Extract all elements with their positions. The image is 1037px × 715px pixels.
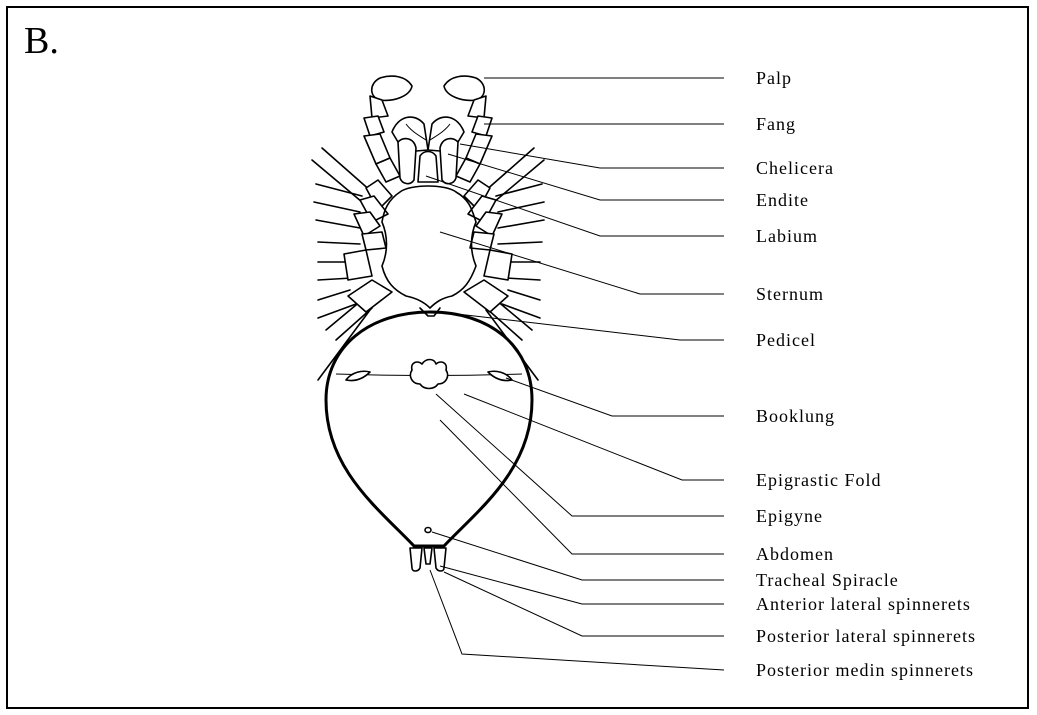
label-posterior-lateral-spinnerets: Posterior lateral spinnerets bbox=[756, 626, 976, 646]
label-labium: Labium bbox=[756, 226, 818, 246]
label-epigastric-fold: Epigrastic Fold bbox=[756, 470, 882, 490]
abdomen-outline bbox=[326, 312, 532, 546]
tracheal-spiracle-shape bbox=[425, 528, 431, 533]
booklung-left bbox=[346, 371, 370, 380]
epigyne-shape bbox=[410, 360, 447, 389]
label-tracheal-spiracle: Tracheal Spiracle bbox=[756, 570, 899, 590]
label-pedicel: Pedicel bbox=[756, 330, 816, 350]
labium bbox=[418, 152, 438, 183]
label-endite: Endite bbox=[756, 190, 809, 210]
spinnerets bbox=[410, 548, 446, 571]
label-palp: Palp bbox=[756, 68, 792, 88]
label-posterior-median-spinnerets: Posterior medin spinnerets bbox=[756, 660, 974, 680]
label-anterior-lateral-spinnerets: Anterior lateral spinnerets bbox=[756, 594, 971, 614]
label-sternum: Sternum bbox=[756, 284, 824, 304]
coxae-left bbox=[344, 180, 392, 312]
label-epigyne: Epigyne bbox=[756, 506, 823, 526]
label-chelicera: Chelicera bbox=[756, 158, 834, 178]
label-abdomen: Abdomen bbox=[756, 544, 834, 564]
labels: Palp Fang Chelicera Endite Labium Sternu… bbox=[756, 68, 976, 680]
label-fang: Fang bbox=[756, 114, 796, 134]
sternum-outline bbox=[382, 186, 476, 308]
label-booklung: Booklung bbox=[756, 406, 835, 426]
